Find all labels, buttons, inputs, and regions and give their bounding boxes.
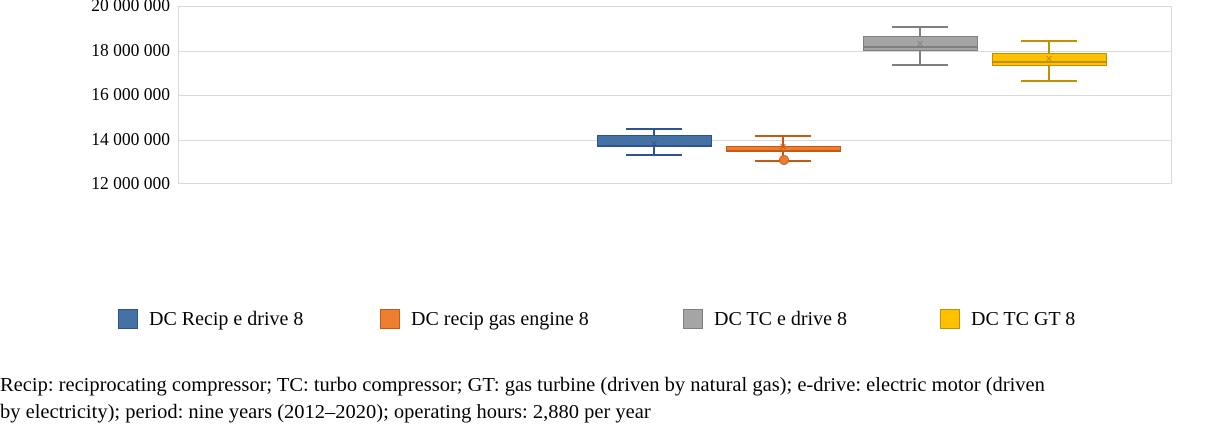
box-max-cap: [755, 134, 811, 137]
box-upper-whisker: [782, 134, 784, 146]
y-tick-label: 18 000 000: [91, 40, 170, 60]
gridline: [179, 183, 1171, 184]
legend-swatch-icon: [940, 309, 960, 329]
y-axis-tick-labels: 20 000 000 18 000 000 16 000 000 14 000 …: [0, 0, 170, 193]
gridline: [179, 6, 1171, 7]
y-tick-label: 20 000 000: [91, 0, 170, 15]
gridline: [179, 95, 1171, 96]
box-max-cap: [892, 25, 948, 28]
box-mean-marker: ×: [650, 135, 658, 151]
caption-line-2: by electricity); period: nine years (201…: [0, 401, 651, 423]
box-upper-whisker: [653, 128, 655, 136]
y-tick-label: 14 000 000: [91, 129, 170, 149]
legend-item-label: DC Recip e drive 8: [149, 308, 304, 330]
box-lower-whisker: [919, 50, 921, 65]
legend-item-1[interactable]: DC recip gas engine 8: [380, 300, 589, 338]
box-mean-marker: ×: [916, 35, 924, 51]
caption-line-1: Recip: reciprocating compressor; TC: tur…: [0, 374, 1045, 396]
gridline: [179, 50, 1171, 52]
box-median-line: [991, 60, 1107, 63]
chart-legend: DC Recip e drive 8 DC recip gas engine 8 D…: [0, 300, 1227, 338]
box-max-cap: [1021, 39, 1077, 42]
legend-item-2[interactable]: DC TC e drive 8: [683, 300, 847, 338]
box-outlier-point: [779, 155, 789, 166]
legend-item-3[interactable]: DC TC GT 8: [940, 300, 1075, 338]
legend-item-label: DC TC e drive 8: [714, 308, 847, 330]
box-max-cap: [626, 128, 682, 131]
plot-area: × × × ×: [178, 6, 1172, 184]
box-min-cap: [892, 64, 948, 67]
box-lower-whisker: [653, 147, 655, 154]
y-tick-label: 12 000 000: [91, 173, 170, 193]
box-median-line: [596, 145, 712, 148]
box-upper-whisker: [1048, 39, 1050, 54]
box-upper-whisker: [919, 25, 921, 37]
legend-swatch-icon: [118, 309, 138, 329]
box-plot-series-layer: × × × ×: [179, 6, 1171, 184]
legend-swatch-icon: [380, 309, 400, 329]
figure-caption: Recip: reciprocating compressor; TC: tur…: [0, 372, 1227, 426]
legend-swatch-icon: [683, 309, 703, 329]
box-min-cap: [626, 153, 682, 156]
box-lower-whisker: [1048, 66, 1050, 80]
legend-item-0[interactable]: DC Recip e drive 8: [118, 300, 303, 338]
legend-item-label: DC recip gas engine 8: [411, 308, 589, 330]
legend-item-label: DC TC GT 8: [971, 308, 1076, 330]
box-mean-marker: ×: [779, 138, 787, 154]
box-median-line: [862, 46, 978, 49]
box-iqr: [991, 53, 1107, 67]
y-tick-label: 16 000 000: [91, 84, 170, 104]
box-min-cap: [1021, 79, 1077, 82]
box-median-line: [725, 149, 841, 152]
box-mean-marker: ×: [1045, 51, 1053, 67]
